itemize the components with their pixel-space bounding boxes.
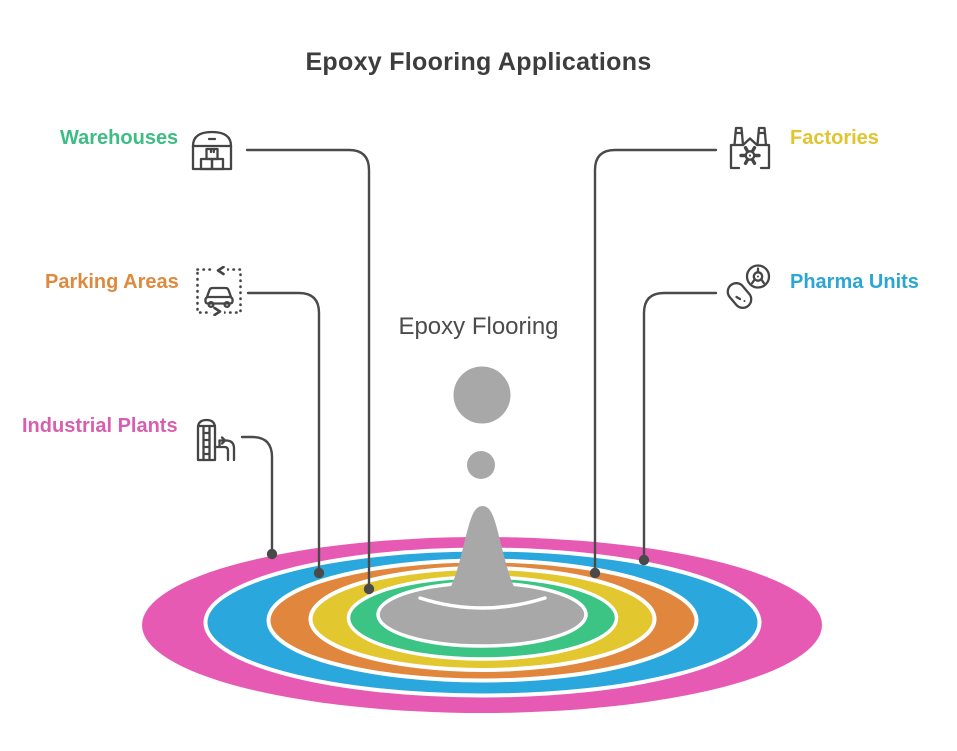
label-pharma-units: Pharma Units xyxy=(790,271,919,293)
factory-icon xyxy=(726,124,774,172)
connector-dot-factories xyxy=(589,567,601,579)
connector-dot-warehouses xyxy=(363,583,375,595)
label-parking-areas: Parking Areas xyxy=(45,271,179,293)
connector-dot-parking xyxy=(313,567,325,579)
label-industrial-plants: Industrial Plants xyxy=(22,415,178,437)
drip-large xyxy=(453,366,511,424)
connector-dot-industrial xyxy=(266,548,278,560)
label-warehouses: Warehouses xyxy=(60,127,179,149)
center-label: Epoxy Flooring xyxy=(398,313,559,340)
connector-parking xyxy=(246,291,321,570)
connector-dot-pharma xyxy=(638,554,650,566)
parking-car-icon xyxy=(194,266,244,316)
industrial-silo-icon xyxy=(190,416,238,464)
label-factories: Factories xyxy=(790,127,879,149)
drip-small xyxy=(467,451,495,479)
connector-factories xyxy=(593,148,718,570)
page-title: Epoxy Flooring Applications xyxy=(305,48,652,76)
connector-pharma xyxy=(642,291,718,557)
pharma-capsule-icon xyxy=(722,261,776,315)
splash-highlight xyxy=(418,596,547,610)
connector-industrial xyxy=(240,435,274,551)
droplet-column xyxy=(404,506,561,627)
connector-warehouses xyxy=(245,148,371,586)
warehouse-icon xyxy=(188,126,236,174)
